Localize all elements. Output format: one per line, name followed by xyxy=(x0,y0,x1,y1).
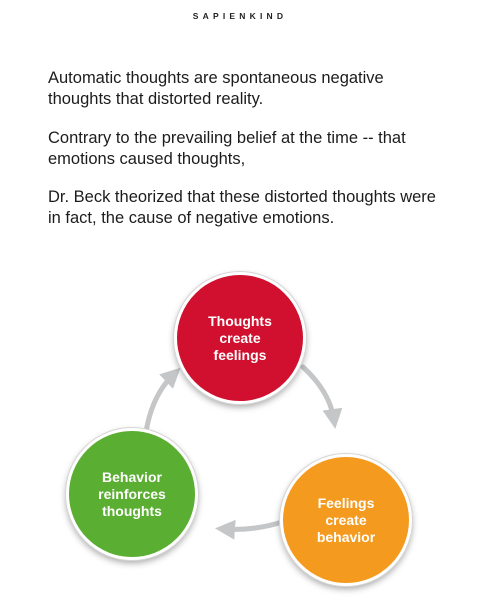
paragraph-line: thoughts that distorted reality. xyxy=(48,90,264,108)
arrow-thoughts-to-feelings xyxy=(300,364,343,429)
node-label-line: create xyxy=(219,329,261,346)
node-label-line: reinforces xyxy=(98,485,166,502)
arrow-feelings-to-behavior xyxy=(215,519,285,540)
node-label-line: create xyxy=(325,511,367,528)
paragraph-line: Dr. Beck theorized that these distorted … xyxy=(48,188,436,206)
node-behavior-label: Behavior reinforces thoughts xyxy=(87,469,177,520)
paragraph-line: emotions caused thoughts, xyxy=(48,150,246,168)
node-behavior: Behavior reinforces thoughts xyxy=(66,428,198,560)
node-label-line: Thoughts xyxy=(208,312,272,329)
paragraph-line: Contrary to the prevailing belief at the… xyxy=(48,129,406,147)
arrow-behavior-to-thoughts xyxy=(143,367,181,435)
paragraph-prevailing-belief: Contrary to the prevailing belief at the… xyxy=(48,128,448,170)
node-label-line: Feelings xyxy=(317,494,375,511)
node-thoughts: Thoughts create feelings xyxy=(174,272,306,404)
paragraph-line: in fact, the cause of negative emotions. xyxy=(48,209,335,227)
paragraph-automatic-thoughts: Automatic thoughts are spontaneous negat… xyxy=(48,68,448,110)
node-label-line: thoughts xyxy=(102,502,162,519)
node-label-line: Behavior xyxy=(102,468,162,485)
node-label-line: feelings xyxy=(213,346,267,363)
paragraph-beck-theory: Dr. Beck theorized that these distorted … xyxy=(48,187,448,229)
paragraph-line: Automatic thoughts are spontaneous negat… xyxy=(48,69,384,87)
node-thoughts-label: Thoughts create feelings xyxy=(195,313,285,364)
brand-header: SAPIENKIND xyxy=(192,11,288,21)
node-label-line: behavior xyxy=(316,528,376,545)
node-feelings-label: Feelings create behavior xyxy=(301,495,391,546)
node-feelings: Feelings create behavior xyxy=(280,454,412,586)
